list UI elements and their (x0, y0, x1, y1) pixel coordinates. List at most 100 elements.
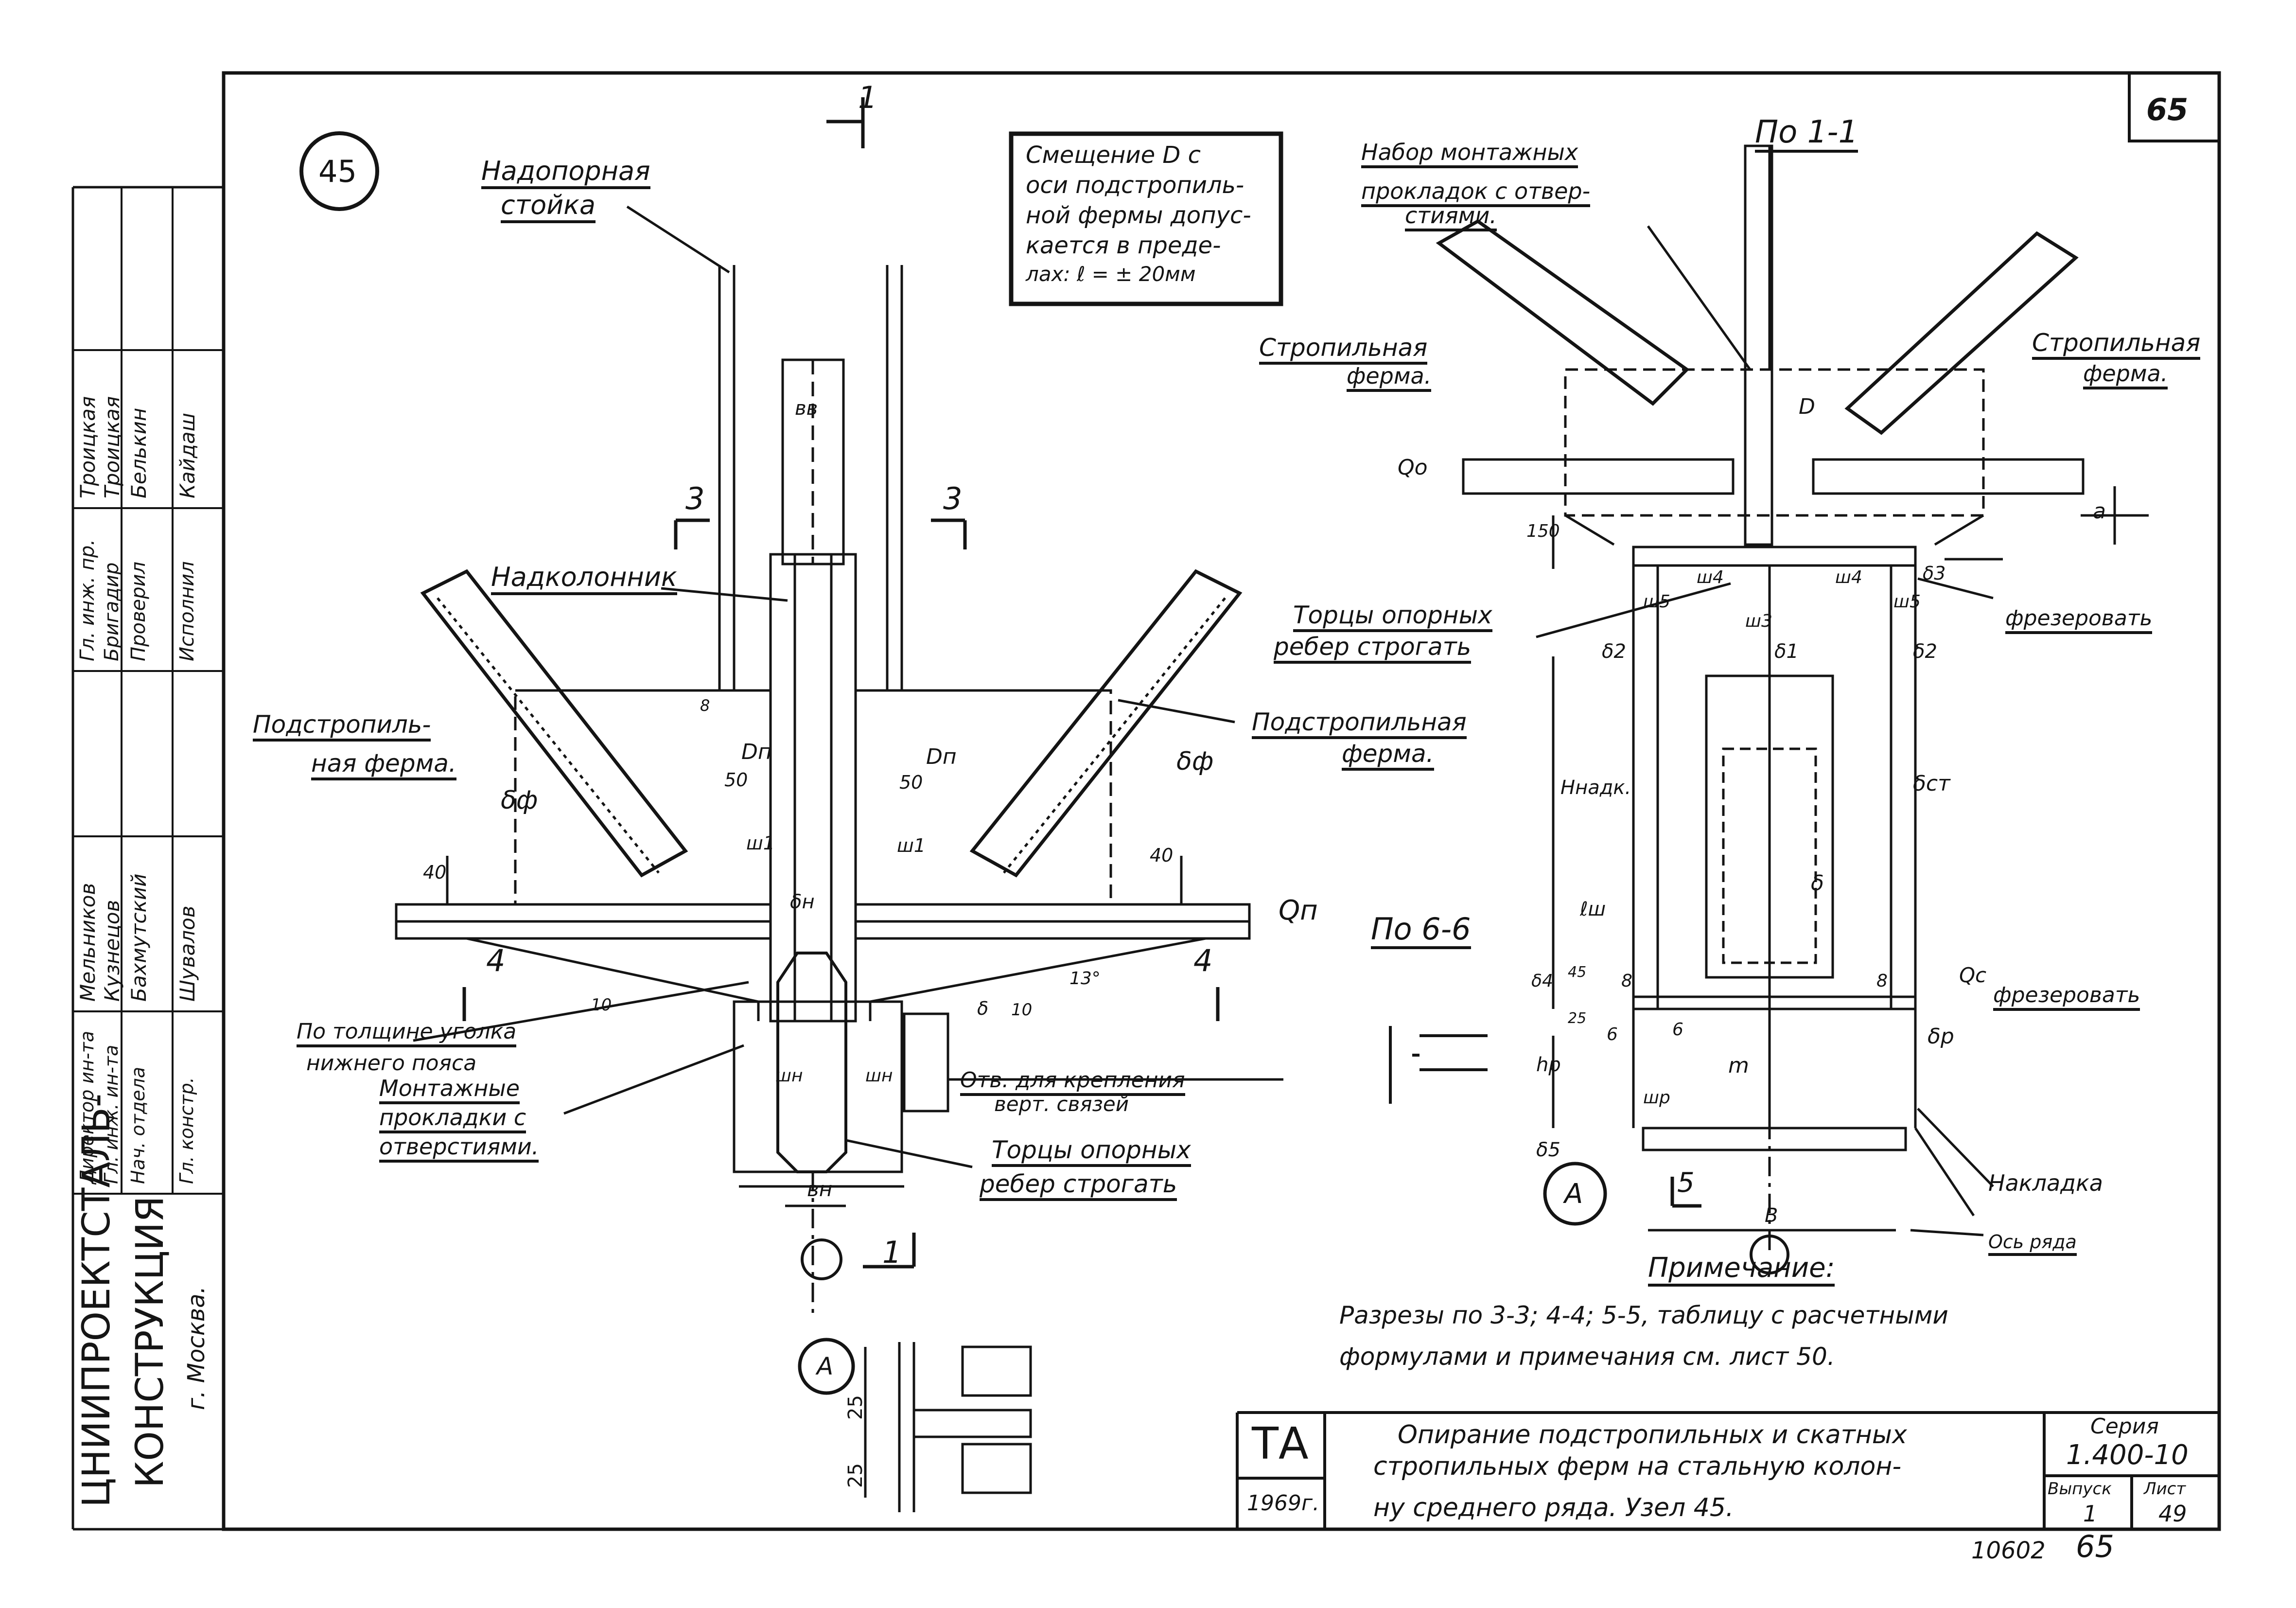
label-montazh-1: Монтажные (379, 1077, 520, 1104)
label-frez-top: фрезеровать (2005, 608, 2153, 634)
title-year: 1969г. (1247, 1491, 1320, 1516)
label-qn: Qп (1279, 895, 1318, 926)
detail-a-dim-bottom: 25 (844, 1463, 867, 1488)
dim-delta-right: δ (977, 998, 989, 1019)
stamp-name2-3: Белькин (127, 407, 151, 498)
note-line-5: лах: ℓ = ± 20мм (1026, 262, 1196, 286)
label-tortsy-right-1: Торцы опорных (1293, 603, 1492, 632)
section-6-title: По 6-6 (1371, 914, 1471, 949)
title-sheet-label: Лист (2144, 1479, 2186, 1499)
dim-6-left: 6 (1607, 1025, 1618, 1044)
footnote-line-2: формулами и примечания см. лист 50. (1339, 1343, 1835, 1371)
label-qo: Qо (1398, 455, 1428, 480)
label-nakladka: Накладка (1988, 1170, 2103, 1196)
dim-h-nadk: Hнадк. (1560, 777, 1631, 799)
dim-10-left: 10 (591, 995, 612, 1015)
note-line-3: ной фермы допус- (1026, 202, 1251, 229)
view-1-1-title: По 1-1 (1755, 117, 1858, 153)
stamp-role-1: Директор ин-та (76, 1030, 98, 1184)
detail-a-geometry (798, 1338, 1032, 1512)
stamp-name2-2: Троицкая (100, 396, 124, 498)
label-stoyka: стойка (501, 192, 596, 223)
dim-50-right: 50 (899, 772, 923, 793)
dim-b: В (1765, 1204, 1778, 1227)
dim-6-right: 6 (1672, 1020, 1683, 1040)
dim-m: m (1728, 1053, 1749, 1078)
stamp-role2-4: Исполнил (176, 561, 198, 661)
note-box-frame (1009, 131, 1283, 306)
dim-delta3: δ3 (1923, 563, 1946, 584)
dim-sh1-right: ш1 (897, 835, 926, 856)
label-strop-right-1: Стропильная (2032, 331, 2201, 360)
title-block-grid (1236, 1411, 2219, 1529)
bottom-page: 65 (2076, 1529, 2114, 1564)
dim-50-left: 50 (724, 769, 748, 791)
dim-8-left: 8 (700, 696, 710, 715)
stamp-role2-2: Бригадир (101, 562, 123, 661)
node-circle (299, 131, 379, 211)
label-qc: Qc (1959, 963, 1987, 987)
label-tortsy-left-1: Торцы опорных (992, 1138, 1191, 1167)
dim-delta5: δ5 (1536, 1139, 1560, 1161)
dim-sh1-left: ш1 (746, 832, 775, 854)
section-3-right-label: 3 (943, 481, 963, 516)
label-a: а (2093, 499, 2106, 524)
dim-10-right: 10 (1011, 1000, 1033, 1020)
dim-delta2-left: δ2 (1602, 640, 1626, 663)
title-series-label: Серия (2090, 1414, 2159, 1439)
stamp-role-4: Гл. констр. (176, 1077, 197, 1184)
note-box-text: Смещение D с оси подстропиль- ной фермы … (1026, 143, 1251, 284)
dim-h-r: hр (1536, 1054, 1561, 1076)
dim-40-right: 40 (1150, 845, 1174, 866)
label-montazh-2: прокладки с (379, 1106, 526, 1133)
label-podstrop-right-2: ферма. (1342, 742, 1434, 771)
title-sheet-value: 49 (2158, 1501, 2187, 1527)
dim-25: 25 (1568, 1010, 1587, 1027)
label-delta-f-left: δф (501, 786, 538, 815)
sheet-number-box (2128, 71, 2221, 142)
title-series-value: 1.400-10 (2066, 1439, 2189, 1471)
stamp-org-2: КОНСТРУКЦИЯ (128, 1196, 172, 1488)
dim-sh-r: шр (1643, 1088, 1670, 1108)
title-desc-3: ну среднего ряда. Узел 45. (1373, 1493, 1734, 1522)
label-tortsy-left-2: ребер строгать (980, 1172, 1177, 1201)
stamp-role-2: Гл. инж. ин-та (101, 1044, 122, 1184)
label-podstrop-left-1: Подстропиль- (253, 712, 431, 742)
label-dn-right: Dп (926, 744, 957, 769)
label-delta-f-right: δф (1176, 747, 1214, 776)
stamp-name-4: Шувалов (175, 905, 199, 1002)
stamp-name2-1: Троицкая (76, 396, 100, 498)
label-b-top: вв (795, 397, 818, 420)
label-frez-mid: фрезеровать (1993, 985, 2140, 1011)
section-1-top-marker (826, 97, 865, 148)
stamp-name2-4: Кайдаш (175, 412, 199, 498)
sheet-frame (222, 71, 2221, 1531)
dim-8-right-r: 8 (1876, 971, 1888, 991)
side-stamp-grid (73, 187, 224, 1195)
dim-sh4-right: ш4 (1835, 567, 1862, 587)
detail-a-dim-top: 25 (844, 1395, 867, 1420)
stamp-name-3: Бахмутский (127, 873, 151, 1002)
label-otv-1: Отв. для крепления (960, 1070, 1185, 1096)
label-po-tolshchine-2: нижнего пояса (306, 1051, 477, 1076)
label-podstrop-left-2: ная ферма. (311, 751, 456, 780)
label-strop-right-2: ферма. (2083, 362, 2168, 389)
bottom-code: 10602 (1971, 1537, 2046, 1564)
section-4-left-label: 4 (486, 943, 506, 978)
dim-45: 45 (1568, 964, 1587, 981)
label-bn: вн (807, 1177, 833, 1201)
label-nadopornaya: Надопорная (481, 158, 650, 189)
title-issue-value: 1 (2083, 1501, 2098, 1527)
section-6-sketch (1389, 1026, 1488, 1104)
dim-delta4: δ4 (1531, 971, 1553, 991)
label-nabor-2: прокладок с отвер- (1361, 180, 1591, 207)
section-1-bottom-label: 1 (882, 1235, 902, 1270)
label-nabor-3: стиями. (1405, 204, 1497, 231)
dim-l-sh: ℓш (1580, 898, 1606, 920)
section-3-left-label: 3 (685, 481, 705, 516)
view-a-label: А (1564, 1178, 1583, 1210)
label-podstrop-right-1: Подстропильная (1252, 710, 1467, 739)
sheet-top-number: 65 (2146, 92, 2189, 127)
